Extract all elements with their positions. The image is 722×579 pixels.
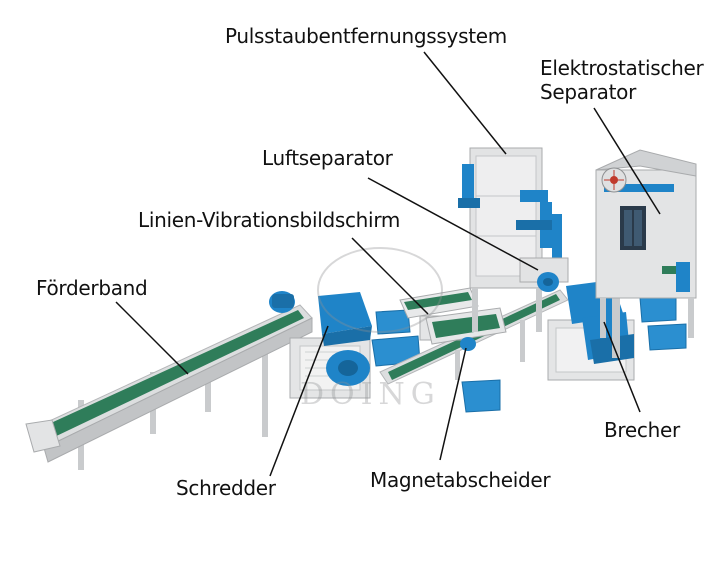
- watermark: DOING: [300, 247, 443, 412]
- label-magnetic-separator: Magnetabscheider: [370, 468, 551, 492]
- watermark-text: DOING: [300, 377, 441, 412]
- air-separator-machine: [519, 257, 569, 292]
- leader-shredder: [269, 325, 329, 477]
- leader-electrostatic: [593, 107, 661, 215]
- leader-vibration-screen: [351, 237, 429, 315]
- label-electrostatic-separator: Elektrostatischer Separator: [540, 56, 720, 104]
- leader-magnetic: [439, 347, 467, 461]
- label-vibration-screen: Linien-Vibrationsbildschirm: [138, 208, 401, 232]
- leader-pulse-dust: [423, 51, 507, 155]
- conveyor-belt: [25, 291, 313, 470]
- leader-lines: [115, 51, 661, 477]
- label-shredder: Schredder: [176, 476, 276, 500]
- label-crusher: Brecher: [604, 418, 680, 442]
- label-electrostatic-line1: Elektrostatischer: [540, 56, 704, 80]
- shredder-machine: [289, 292, 372, 399]
- leader-conveyor: [115, 301, 189, 375]
- leader-crusher: [603, 321, 641, 413]
- label-air-separator: Luftseparator: [262, 146, 393, 170]
- magnetic-separator-machine: [425, 307, 507, 351]
- collection-bins: [371, 295, 687, 413]
- label-electrostatic-line2: Separator: [540, 80, 637, 104]
- crusher-machine: [547, 280, 635, 381]
- leader-air-separator: [367, 177, 539, 271]
- label-pulse-dust-system: Pulsstaubentfernungssystem: [225, 24, 507, 48]
- label-conveyor: Förderband: [36, 276, 148, 300]
